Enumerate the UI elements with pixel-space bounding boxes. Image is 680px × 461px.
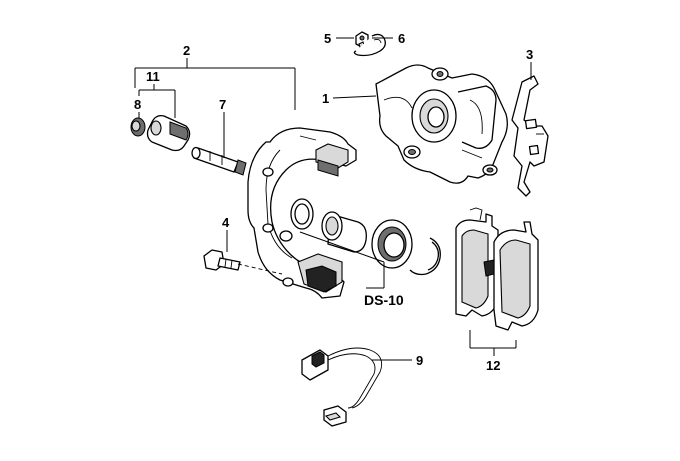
piston-part — [321, 211, 367, 253]
brake-pad-outer-part — [483, 221, 539, 331]
caliper-carrier-part — [247, 127, 357, 299]
seal-ring-part — [290, 198, 314, 230]
dust-boot-part — [371, 219, 413, 269]
callout-6: 6 — [398, 31, 405, 46]
bushing-cap-part — [130, 117, 146, 137]
callout-11: 11 — [146, 69, 160, 84]
guide-bolt-part — [191, 146, 247, 176]
callout-3: 3 — [526, 47, 533, 62]
callout-8: 8 — [134, 97, 141, 112]
retaining-ring-part — [409, 237, 441, 276]
callout-labels: 5 6 1 2 3 11 8 7 4 DS-10 9 12 — [134, 31, 533, 373]
caliper-housing-part — [375, 64, 508, 184]
spring-clip-part — [511, 75, 549, 197]
bleeder-valve-part — [353, 31, 386, 57]
callout-1: 1 — [322, 91, 329, 106]
callout-4: 4 — [222, 215, 230, 230]
callout-7: 7 — [219, 97, 226, 112]
callout-12: 12 — [486, 358, 500, 373]
callout-2: 2 — [183, 43, 190, 58]
callout-ds-10: DS-10 — [364, 292, 404, 308]
leader-lines — [134, 37, 532, 361]
guide-sleeve-part — [146, 114, 191, 152]
callout-9: 9 — [416, 353, 423, 368]
wear-sensor-part — [301, 347, 383, 427]
brake-pad-inner-part — [455, 207, 499, 317]
mounting-bolt-part — [203, 249, 241, 271]
callout-5: 5 — [324, 31, 331, 46]
